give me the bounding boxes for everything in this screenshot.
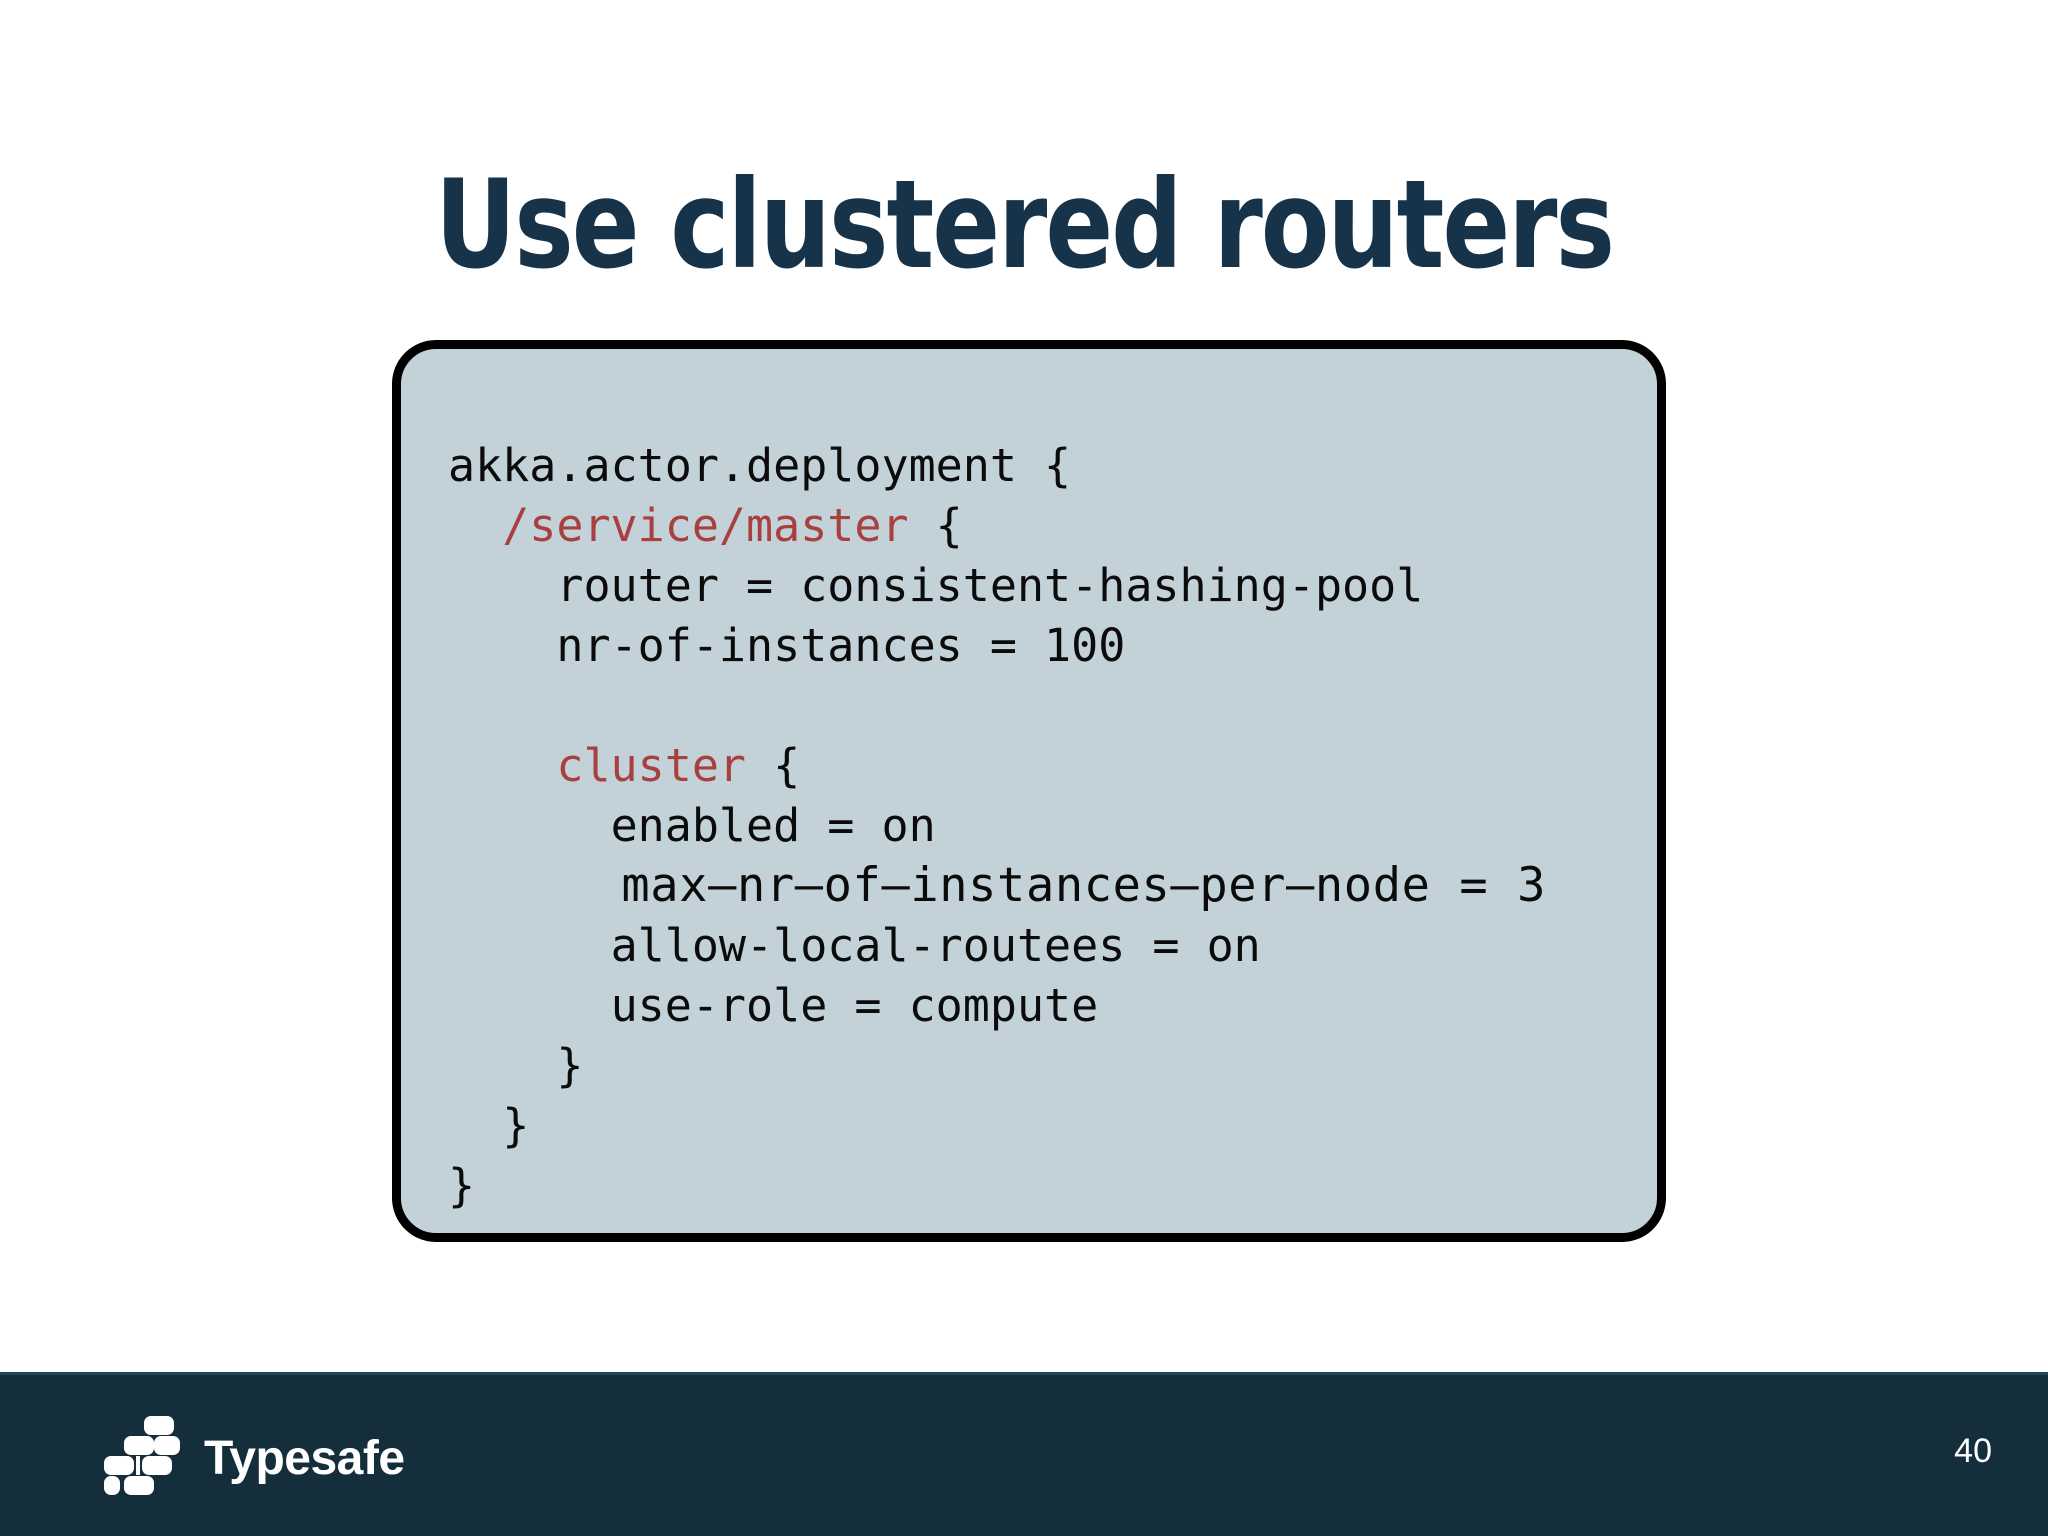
code-token-text: router = consistent-hashing-pool [556, 559, 1424, 612]
code-token-keyword: /service/master [502, 499, 909, 552]
code-line: } [448, 1096, 1647, 1156]
code-line: router = consistent-hashing-pool [448, 556, 1647, 616]
page-title: Use clustered routers [435, 153, 1615, 296]
code-token-text: { [746, 739, 801, 792]
code-token-text: } [448, 1159, 476, 1212]
code-token-text: max–nr–of–instances–per–node = 3 [621, 858, 1547, 913]
code-line: } [448, 1036, 1647, 1096]
code-token-text: use-role = compute [610, 979, 1099, 1032]
code-line: max–nr–of–instances–per–node = 3 [448, 856, 1647, 916]
footer-bar: Typesafe 40 [0, 1372, 2048, 1536]
code-line: cluster { [448, 736, 1647, 796]
code-line: } [448, 1156, 1647, 1216]
code-listing: akka.actor.deployment { /service/master … [448, 436, 1647, 1216]
code-line [448, 676, 1647, 736]
code-line: use-role = compute [448, 976, 1647, 1036]
code-token-text: akka.actor.deployment { [448, 439, 1072, 492]
code-line: /service/master { [448, 496, 1647, 556]
code-token-text: enabled = on [610, 799, 936, 852]
code-token-text: { [908, 499, 963, 552]
code-line: allow-local-routees = on [448, 916, 1647, 976]
footer-divider [0, 1372, 2048, 1375]
code-block: akka.actor.deployment { /service/master … [392, 340, 1666, 1242]
code-token-text: nr-of-instances = 100 [556, 619, 1126, 672]
code-token-text: allow-local-routees = on [610, 919, 1261, 972]
page-number: 40 [1954, 1432, 1992, 1470]
brand-logo: Typesafe [104, 1416, 405, 1501]
typesafe-blocks-icon [104, 1416, 182, 1501]
code-token-text: } [502, 1099, 530, 1152]
code-token-text: } [556, 1039, 584, 1092]
code-line: nr-of-instances = 100 [448, 616, 1647, 676]
code-line: akka.actor.deployment { [448, 436, 1647, 496]
brand-name: Typesafe [204, 1431, 405, 1485]
code-line: enabled = on [448, 796, 1647, 856]
code-token-keyword: cluster [556, 739, 747, 792]
